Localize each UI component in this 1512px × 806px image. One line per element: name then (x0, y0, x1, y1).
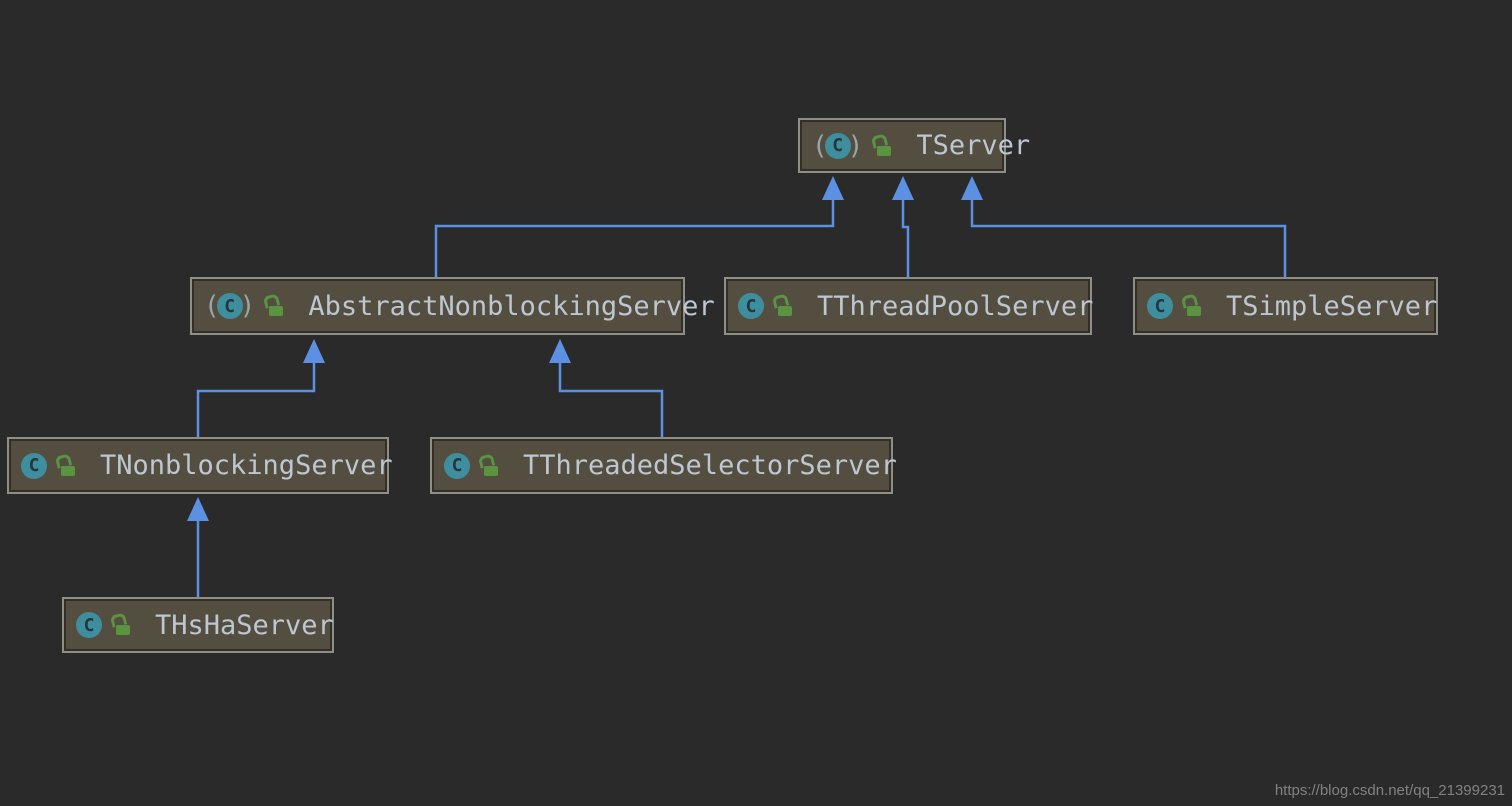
unlocked-icon (111, 613, 133, 637)
arrowhead-tnonblockingserver-to-abstractnonblockingserver (303, 339, 325, 363)
class-icon-group: ( C ) (204, 293, 286, 319)
class-icon-group: C (21, 452, 78, 479)
watermark-url: https://blog.csdn.net/qq_21399231 (1274, 782, 1505, 799)
class-icon: C (444, 452, 470, 479)
abstract-class-icon: C (824, 132, 851, 159)
unlocked-icon (1182, 294, 1204, 318)
arrowhead-thshaserver-to-tnonblockingserver (187, 497, 209, 521)
class-node-tsimpleserver[interactable]: C TSimpleServer (1133, 277, 1438, 335)
class-node-tserver[interactable]: ( C ) TServer (798, 118, 1030, 173)
arrowhead-tthreadedselectorserver-to-abstractnonblockingserver (549, 339, 571, 363)
class-icon-group: ( C ) (812, 130, 894, 161)
class-name-label: TNonblockingServer (100, 450, 393, 481)
edge-tthreadedselectorserver-to-abstractnonblockingserver (558, 363, 664, 437)
class-icon-group: C (444, 452, 501, 479)
class-name-label: AbstractNonblockingServer (308, 290, 715, 322)
class-node-abstractnonblockingserver[interactable]: ( C ) AbstractNonblockingServer (190, 277, 715, 335)
class-node-thshaserver[interactable]: C THsHaServer (62, 597, 334, 653)
class-icon: C (1147, 293, 1173, 319)
abstract-paren-left-icon: ( (812, 130, 828, 161)
class-icon-group: C (1147, 293, 1204, 319)
arrowhead-tsimpleserver-to-tserver (961, 176, 983, 200)
abstract-paren-left-icon: ( (204, 291, 220, 321)
class-name-label: TSimpleServer (1226, 290, 1438, 322)
class-icon-group: C (738, 293, 795, 319)
class-node-tnonblockingserver[interactable]: C TNonblockingServer (7, 437, 393, 494)
edge-tthreadpoolserver-to-tserver (901, 200, 910, 277)
abstract-paren-right-icon: ) (239, 291, 256, 321)
class-name-label: TThreadedSelectorServer (523, 450, 897, 481)
edge-tnonblockingserver-to-abstractnonblockingserver (196, 363, 316, 437)
class-icon: C (21, 452, 47, 479)
edge-tsimpleserver-to-tserver (970, 200, 1287, 277)
class-node-tthreadedselectorserver[interactable]: C TThreadedSelectorServer (430, 437, 897, 494)
arrowhead-abstractnonblockingserver-to-tserver (822, 176, 844, 200)
class-name-label: TServer (916, 130, 1031, 161)
unlocked-icon (264, 294, 286, 318)
unlocked-icon (872, 134, 894, 158)
unlocked-icon (56, 454, 78, 478)
class-node-tthreadpoolserver[interactable]: C TThreadPoolServer (724, 277, 1094, 335)
unlocked-icon (479, 454, 501, 478)
class-icon-group: C (76, 612, 133, 638)
class-icon: C (738, 293, 764, 319)
class-name-label: TThreadPoolServer (817, 290, 1094, 322)
arrowhead-tthreadpoolserver-to-tserver (892, 176, 914, 200)
abstract-paren-right-icon: ) (847, 130, 864, 161)
class-name-label: THsHaServer (155, 609, 334, 641)
abstract-class-icon: C (216, 293, 243, 319)
class-icon: C (76, 612, 102, 638)
edge-abstractnonblockingserver-to-tserver (434, 200, 835, 277)
unlocked-icon (773, 294, 795, 318)
